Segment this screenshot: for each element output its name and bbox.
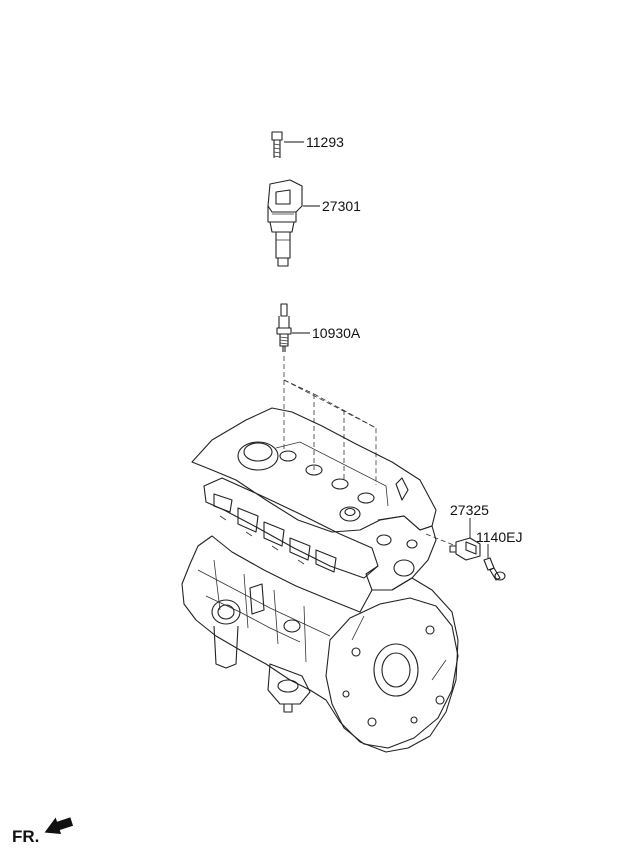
front-direction-label: FR. [12,827,39,846]
ignition-coil-part [267,179,303,267]
alignment-lines [425,533,457,547]
sensor-bolt-part [483,557,506,581]
spark-plug-part [276,303,292,352]
part-label-11293: 11293 [306,134,344,150]
alignment-lines [283,356,377,485]
front-arrow-icon [44,817,74,835]
part-label-27325: 27325 [450,502,489,518]
part-label-1140ej: 1140EJ [476,529,522,545]
part-label-10930a: 10930A [312,325,361,341]
engine-assembly [181,407,459,753]
part-label-27301: 27301 [322,198,361,214]
bolt-part [271,131,283,158]
